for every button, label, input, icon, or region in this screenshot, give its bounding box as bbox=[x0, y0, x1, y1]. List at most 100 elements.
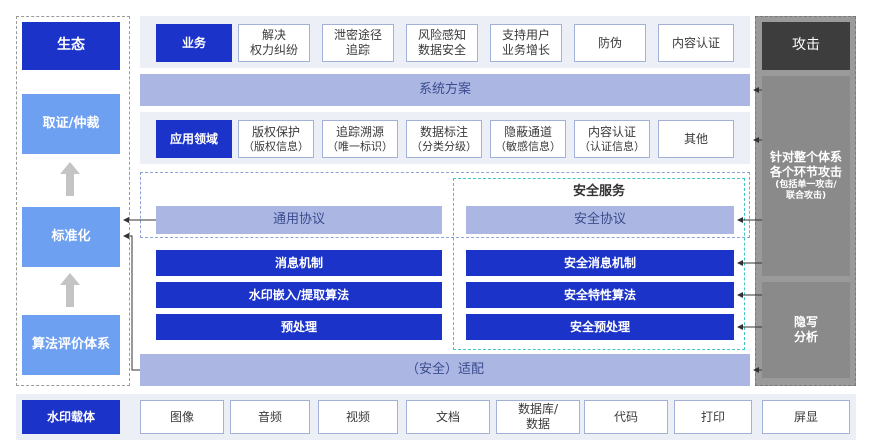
application-item-line2: （认证信息） bbox=[579, 139, 645, 153]
carrier-item-label: 代码 bbox=[613, 409, 638, 424]
up-arrow-icon bbox=[60, 162, 80, 196]
standardization-box: 标准化 bbox=[22, 207, 120, 267]
business-item: 泄密途径 追踪 bbox=[322, 24, 394, 62]
attack-label: 攻击 bbox=[792, 37, 820, 54]
application-item-line1: 内容认证 bbox=[587, 124, 636, 139]
security-protocol-bar: 安全协议 bbox=[466, 206, 734, 234]
business-label-box: 业务 bbox=[156, 24, 232, 62]
up-arrow-icon bbox=[60, 273, 80, 307]
carrier-item-label: 文档 bbox=[435, 409, 460, 424]
stego-box: 隐写 分析 bbox=[762, 282, 850, 378]
system-solution-label: 系统方案 bbox=[418, 81, 471, 97]
application-item-line2: （分类分级） bbox=[411, 139, 477, 153]
application-label: 应用领域 bbox=[169, 131, 218, 146]
business-item-line2: 权力纠纷 bbox=[249, 43, 298, 57]
application-item: 追踪溯源 （唯一标识） bbox=[322, 120, 398, 158]
business-item-line2: 数据安全 bbox=[417, 43, 466, 57]
carrier-item: 文档 bbox=[406, 400, 490, 434]
standardization-label: 标准化 bbox=[51, 228, 91, 244]
business-item-line1: 泄密途径 bbox=[333, 28, 382, 42]
application-item-line1: 其他 bbox=[683, 131, 708, 146]
whole-attack-note1: (包括单一攻击/ bbox=[775, 179, 837, 190]
carrier-item-label: 图像 bbox=[169, 409, 194, 424]
general-protocol-label: 通用协议 bbox=[272, 211, 325, 227]
application-item-line1: 追踪溯源 bbox=[335, 124, 384, 139]
stego-line2: 分析 bbox=[793, 330, 818, 344]
application-item-line2: （唯一标识） bbox=[327, 139, 393, 153]
application-item: 内容认证 （认证信息） bbox=[574, 120, 650, 158]
algorithm-eval-label: 算法评价体系 bbox=[31, 336, 110, 352]
security-service-frame bbox=[453, 178, 745, 350]
carrier-label: 水印载体 bbox=[46, 409, 95, 424]
attack-header: 攻击 bbox=[762, 22, 850, 70]
whole-attack-box: 针对整个体系 各个环节攻击 (包括单一攻击/ 联合攻击) bbox=[762, 76, 850, 276]
carrier-item-label: 屏显 bbox=[793, 409, 818, 424]
security-protocol-label: 安全协议 bbox=[573, 211, 626, 227]
whole-attack-note2: 联合攻击) bbox=[785, 191, 827, 201]
security-stack-label: 安全特性算法 bbox=[563, 287, 636, 302]
business-item-line2: 追踪 bbox=[345, 43, 370, 57]
carrier-item: 打印 bbox=[674, 400, 752, 434]
security-stack-label: 安全消息机制 bbox=[563, 255, 636, 270]
application-item: 数据标注 （分类分级） bbox=[406, 120, 482, 158]
application-item: 版权保护 （版权信息） bbox=[238, 120, 314, 158]
business-item-line1: 支持用户 bbox=[501, 28, 550, 42]
application-item-line2: （敏感信息） bbox=[495, 139, 561, 153]
security-stack-item: 安全预处理 bbox=[466, 314, 734, 340]
carrier-item-label: 音频 bbox=[257, 409, 282, 424]
carrier-item: 数据库/ 数据 bbox=[496, 400, 580, 434]
application-item-line1: 隐蔽通道 bbox=[503, 124, 552, 139]
application-item-line1: 版权保护 bbox=[251, 124, 300, 139]
adaptation-bar: （安全）适配 bbox=[140, 354, 750, 386]
business-item: 风险感知 数据安全 bbox=[406, 24, 478, 62]
business-item-line2: 业务增长 bbox=[501, 43, 550, 57]
carrier-label-box: 水印载体 bbox=[22, 400, 120, 434]
application-item-line1: 数据标注 bbox=[419, 124, 468, 139]
carrier-item-line2: 数据 bbox=[525, 417, 550, 431]
general-protocol-bar: 通用协议 bbox=[156, 206, 442, 234]
business-item-line1: 解决 bbox=[261, 28, 286, 42]
carrier-item-label: 视频 bbox=[345, 409, 370, 424]
system-solution-bar: 系统方案 bbox=[140, 74, 750, 106]
carrier-item: 音频 bbox=[230, 400, 310, 434]
application-item-line2: （版权信息） bbox=[243, 139, 309, 153]
business-item: 支持用户 业务增长 bbox=[490, 24, 562, 62]
carrier-item-label: 打印 bbox=[700, 409, 725, 424]
carrier-item: 屏显 bbox=[762, 400, 850, 434]
algorithm-eval-box: 算法评价体系 bbox=[22, 315, 120, 375]
business-item-line1: 内容认证 bbox=[671, 35, 720, 50]
application-label-box: 应用领域 bbox=[156, 120, 232, 158]
business-item: 解决 权力纠纷 bbox=[238, 24, 310, 62]
general-stack-item: 预处理 bbox=[156, 314, 442, 340]
general-stack-label: 水印嵌入/提取算法 bbox=[248, 287, 350, 302]
business-item: 防伪 bbox=[574, 24, 646, 62]
protocol-section-frame bbox=[140, 172, 750, 238]
business-label: 业务 bbox=[181, 35, 206, 50]
application-item: 隐蔽通道 （敏感信息） bbox=[490, 120, 566, 158]
stego-line1: 隐写 bbox=[793, 315, 818, 329]
application-item: 其他 bbox=[658, 120, 734, 158]
security-service-title: 安全服务 bbox=[453, 182, 745, 202]
security-stack-item: 安全消息机制 bbox=[466, 250, 734, 276]
adaptation-label: （安全）适配 bbox=[405, 361, 484, 377]
general-stack-item: 水印嵌入/提取算法 bbox=[156, 282, 442, 308]
whole-attack-line1: 针对整个体系 bbox=[769, 149, 842, 164]
forensics-box: 取证/仲裁 bbox=[22, 94, 120, 154]
carrier-item: 代码 bbox=[584, 400, 668, 434]
general-stack-label: 消息机制 bbox=[274, 255, 323, 270]
left-column-frame bbox=[16, 16, 130, 386]
ecology-header: 生态 bbox=[22, 22, 120, 70]
carrier-item: 图像 bbox=[140, 400, 224, 434]
general-stack-item: 消息机制 bbox=[156, 250, 442, 276]
business-item-line1: 风险感知 bbox=[417, 28, 466, 42]
ecology-label: 生态 bbox=[57, 37, 85, 54]
security-stack-label: 安全预处理 bbox=[569, 319, 630, 334]
carrier-item-line1: 数据库/ bbox=[517, 402, 559, 416]
forensics-label: 取证/仲裁 bbox=[42, 115, 100, 131]
business-item: 内容认证 bbox=[658, 24, 734, 62]
general-stack-label: 预处理 bbox=[280, 319, 317, 334]
business-item-line1: 防伪 bbox=[597, 35, 622, 50]
security-stack-item: 安全特性算法 bbox=[466, 282, 734, 308]
carrier-item: 视频 bbox=[318, 400, 398, 434]
